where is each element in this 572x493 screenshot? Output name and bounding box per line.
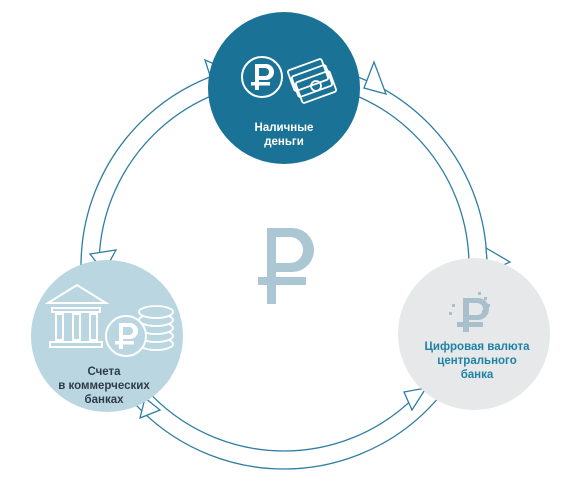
node-accounts-label-line: в коммерческих xyxy=(58,380,150,392)
node-digital-label: Цифровая валюта центрального банка xyxy=(402,340,552,382)
node-accounts-label-line: Счета xyxy=(87,366,121,378)
bank-building-icon xyxy=(44,283,110,348)
node-accounts xyxy=(31,260,183,412)
node-cash-label: Наличные деньги xyxy=(214,121,354,149)
ruble-coin-icon xyxy=(105,315,147,357)
node-accounts-label-line: банках xyxy=(84,394,124,406)
coin-stack-icon xyxy=(138,305,174,351)
ruble-coin-icon xyxy=(241,56,283,98)
ruble-sign-icon xyxy=(449,292,490,332)
node-digital-label-line: центрального xyxy=(437,355,517,367)
node-digital xyxy=(398,258,550,410)
arrow-head-right-top xyxy=(363,60,388,95)
node-accounts-label: Счета в коммерческих банках xyxy=(34,365,174,407)
node-digital-label-line: Цифровая валюта xyxy=(424,341,530,353)
arrow-head-bottom-left xyxy=(139,396,162,420)
node-cash-label-line: деньги xyxy=(264,136,304,148)
node-cash-label-line: Наличные xyxy=(254,122,314,134)
node-digital-label-line: банка xyxy=(460,369,494,381)
node-cash xyxy=(208,12,360,164)
arrow-head-bottom-right xyxy=(403,387,428,412)
center-ruble-sign-icon xyxy=(258,228,314,304)
banknote-stack-icon xyxy=(286,58,338,104)
